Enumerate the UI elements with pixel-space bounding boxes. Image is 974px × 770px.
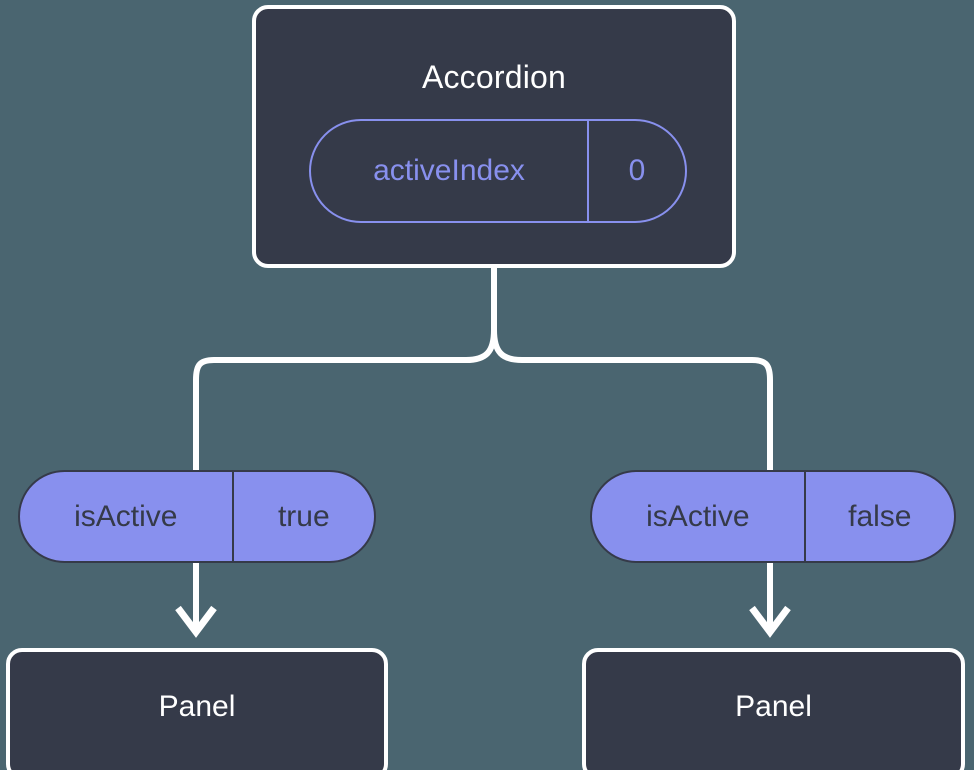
panel-title: Panel [735,690,812,723]
badge-key: isActive [646,499,750,533]
arrowhead-left [175,605,217,638]
node-accordion[interactable]: Accordion activeIndex 0 [252,5,736,268]
connector-fork-left [193,329,497,472]
badge-value: true [231,472,374,561]
node-panel-right[interactable]: Panel [582,648,965,770]
prop-pill-value: 0 [587,121,685,221]
prop-pill-key: activeIndex [373,154,525,187]
badge-value: false [803,472,954,561]
prop-pill-activeindex[interactable]: activeIndex 0 [309,119,687,223]
connector-fork-right [491,329,773,472]
panel-title: Panel [158,690,236,723]
node-panel-left[interactable]: Panel [6,648,388,770]
badge-key: isActive [74,499,178,533]
badge-isactive-false[interactable]: isActive false [590,470,956,563]
arrowhead-right [749,605,791,638]
accordion-title: Accordion [421,59,567,95]
badge-isactive-true[interactable]: isActive true [18,470,376,563]
